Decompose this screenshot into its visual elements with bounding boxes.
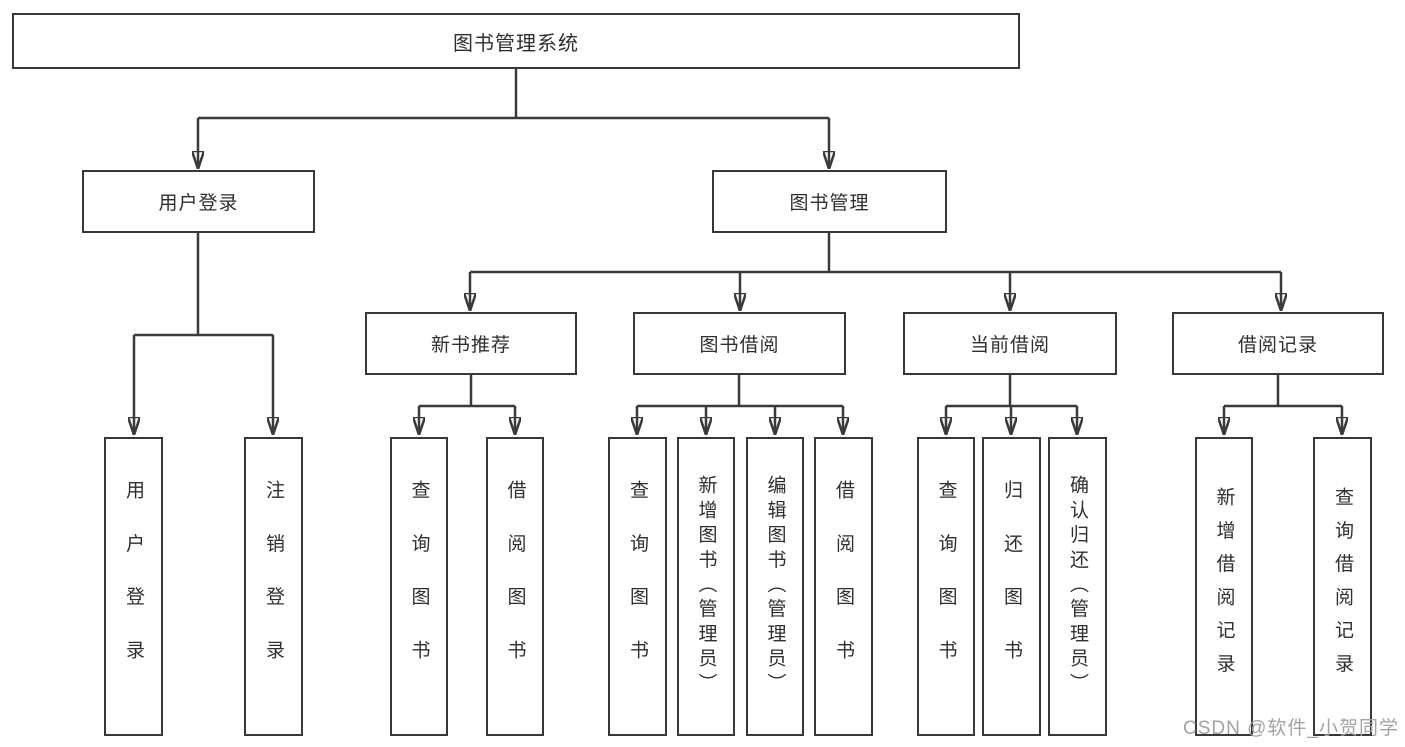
leaf-label: 查询图书	[935, 480, 957, 693]
leaf-user-login: 用户登录	[104, 437, 163, 736]
leaf-br-add-record: 新增借阅记录	[1195, 437, 1253, 736]
leaf-label: 归还图书	[1001, 480, 1022, 693]
node-library-management-system: 图书管理系统	[12, 13, 1020, 69]
node-new-book-recommend: 新书推荐	[365, 312, 577, 375]
leaf-logout: 注销登录	[244, 437, 303, 736]
csdn-watermark: CSDN @软件_小贺同学	[1183, 718, 1399, 739]
node-label: 图书管理系统	[453, 32, 579, 55]
leaf-label: 注销登录	[263, 480, 284, 693]
leaf-br-query-record: 查询借阅记录	[1313, 437, 1372, 736]
node-label: 图书借阅	[699, 335, 780, 356]
leaf-label: 借阅图书	[504, 480, 526, 693]
leaf-label: 确认归还（管理员）	[1067, 475, 1088, 698]
node-label: 用户登录	[158, 193, 239, 214]
node-book-management: 图书管理	[712, 170, 947, 233]
leaf-cb-return-books: 归还图书	[982, 437, 1041, 736]
leaf-label: 查询图书	[627, 480, 648, 693]
leaf-bb-add-books-admin: 新增图书（管理员）	[677, 437, 735, 736]
leaf-label: 用户登录	[123, 480, 144, 693]
node-borrowing-records: 借阅记录	[1172, 312, 1384, 375]
leaf-bb-edit-books-admin: 编辑图书（管理员）	[746, 437, 804, 736]
node-current-borrowing: 当前借阅	[903, 312, 1117, 375]
leaf-label: 查询借阅记录	[1332, 486, 1353, 687]
leaf-cb-confirm-return-admin: 确认归还（管理员）	[1048, 437, 1107, 736]
leaf-label: 新增借阅记录	[1213, 486, 1235, 687]
node-book-borrowing: 图书借阅	[633, 312, 846, 375]
leaf-label: 新增图书（管理员）	[695, 475, 717, 698]
node-user-login-group: 用户登录	[82, 170, 315, 233]
node-label: 新书推荐	[430, 335, 511, 356]
leaf-bb-borrow-books: 借阅图书	[814, 437, 873, 736]
leaf-bb-query-books: 查询图书	[608, 437, 667, 736]
leaf-label: 查询图书	[408, 480, 430, 693]
node-label: 当前借阅	[969, 335, 1050, 356]
leaf-label: 编辑图书（管理员）	[764, 475, 786, 698]
node-label: 图书管理	[789, 193, 870, 214]
leaf-label: 借阅图书	[833, 480, 854, 693]
node-label: 借阅记录	[1237, 335, 1318, 356]
leaf-cb-query-books: 查询图书	[917, 437, 975, 736]
leaf-nbr-borrow-books: 借阅图书	[486, 437, 544, 736]
leaf-nbr-query-books: 查询图书	[390, 437, 448, 736]
